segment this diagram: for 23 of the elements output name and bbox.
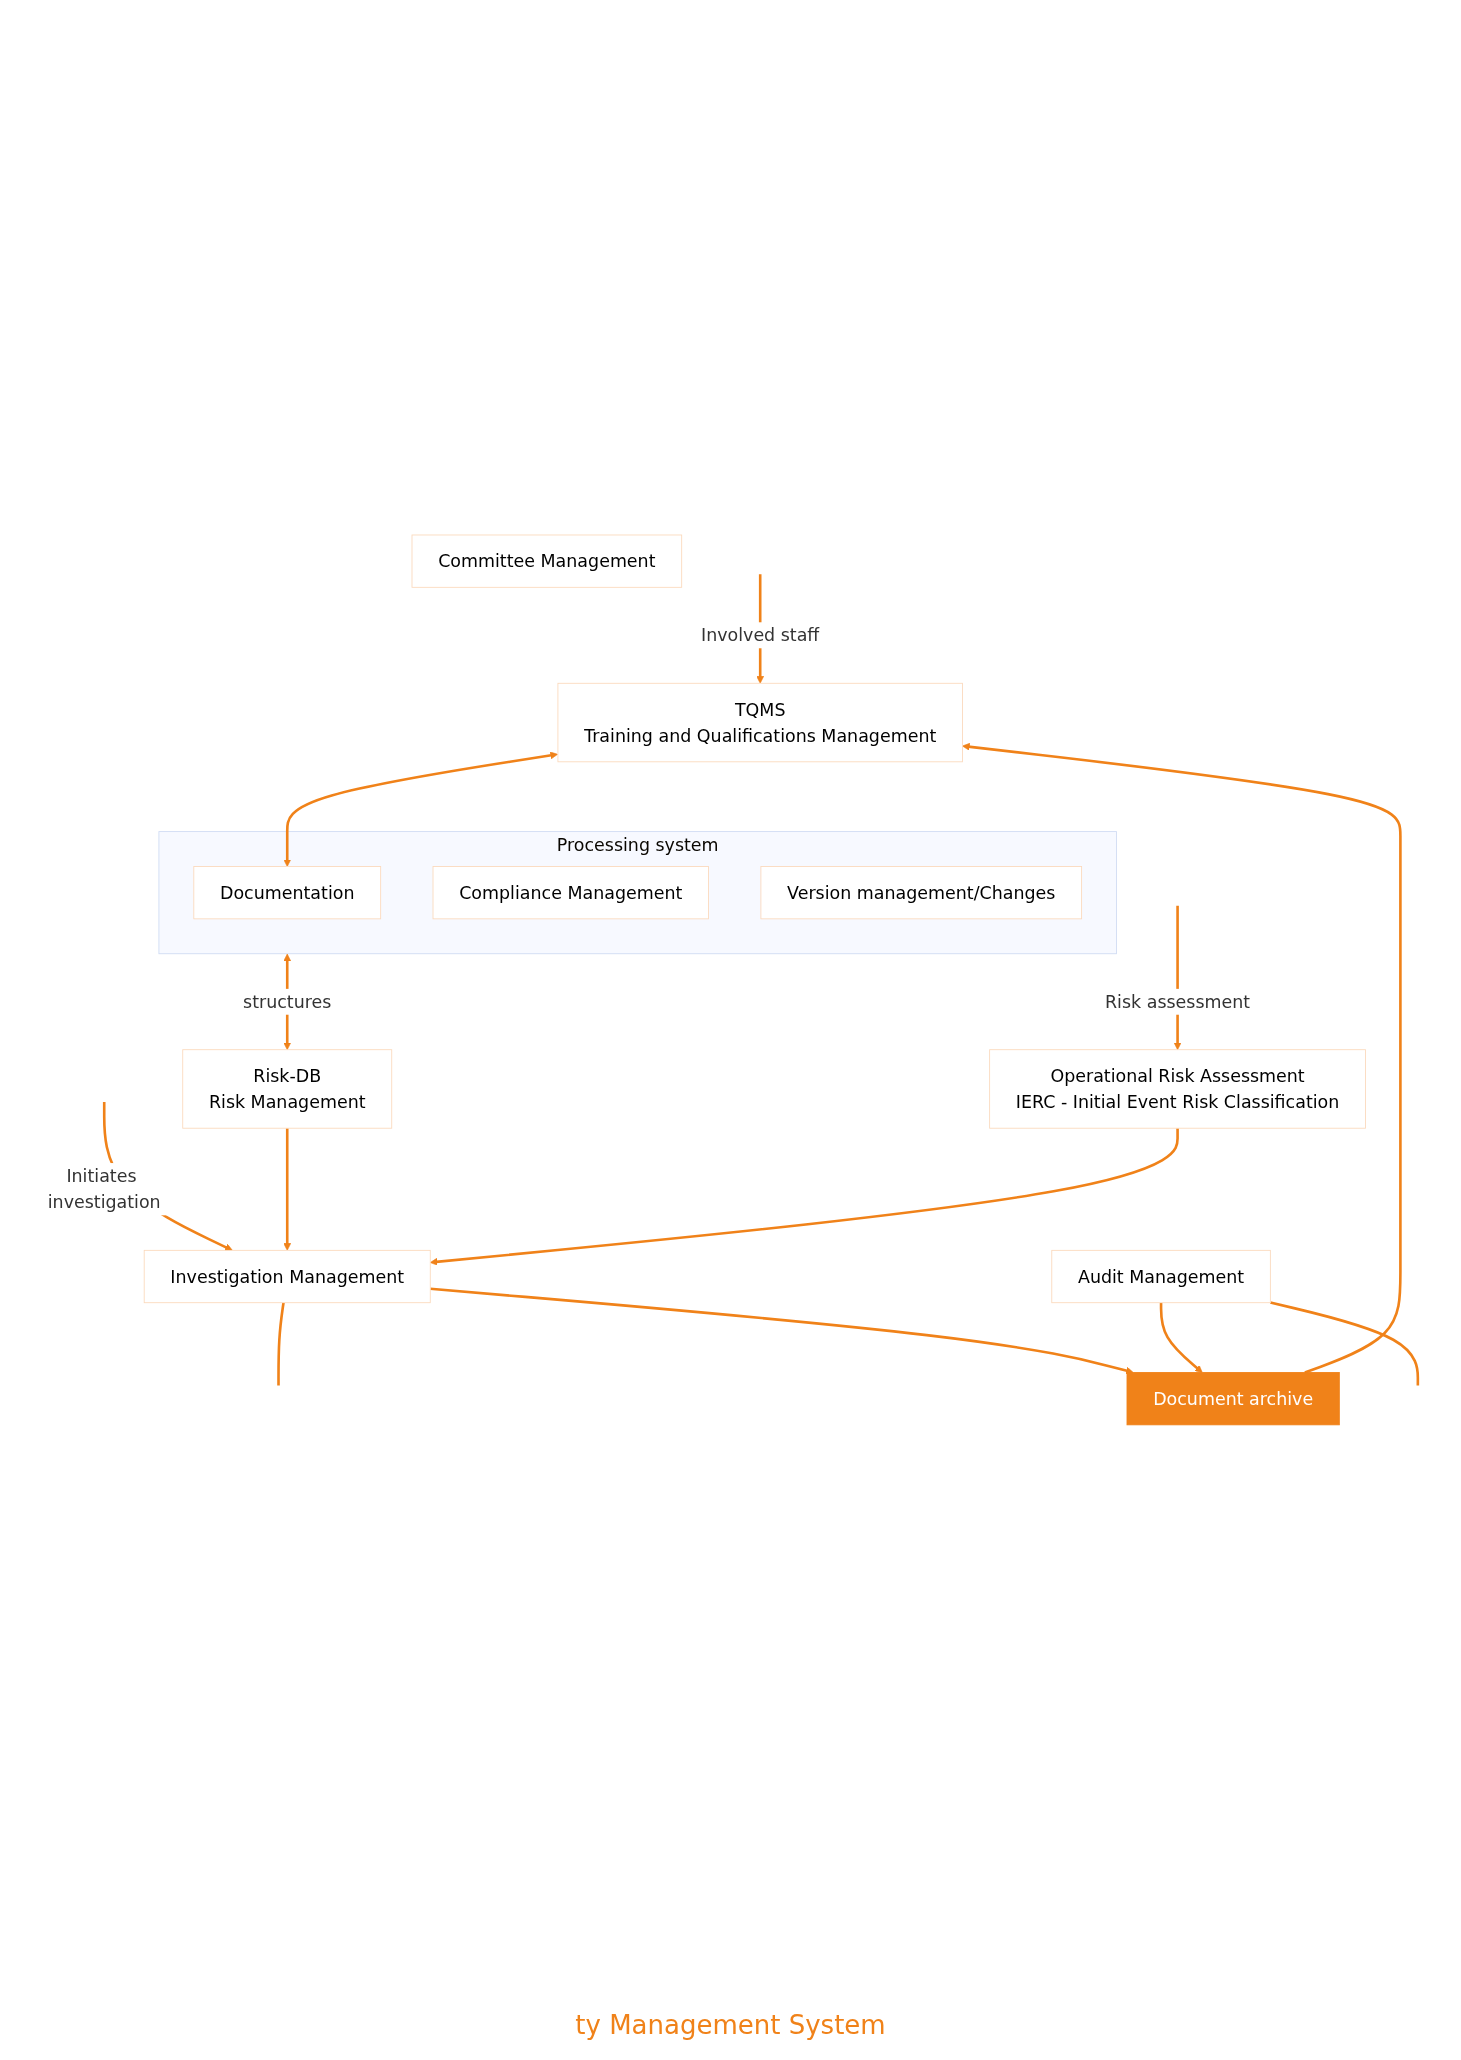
edge-label: Initiates investigation xyxy=(47,1165,161,1213)
connector xyxy=(1270,1301,1420,1386)
arrow xyxy=(1159,1302,1203,1373)
arrow xyxy=(283,1128,292,1251)
node-box: Operational Risk Assessment IERC - Initial Event Risk Classification xyxy=(989,1049,1366,1129)
arrow xyxy=(283,751,558,867)
node-box: Investigation Management xyxy=(143,1250,431,1304)
arrow xyxy=(962,743,1402,1374)
node-box: Documentation xyxy=(193,866,382,920)
watermark-caption: ty Management System xyxy=(575,2010,886,2040)
arrow xyxy=(430,1287,1134,1375)
node-box: Committee Management xyxy=(411,534,683,588)
node-box: TQMS Training and Qualifications Management xyxy=(557,682,963,763)
edge-label: structures xyxy=(243,991,332,1013)
node-box: Document archive xyxy=(1126,1372,1340,1426)
node-box: Version management/Changes xyxy=(760,866,1083,920)
node-box: Audit Management xyxy=(1051,1250,1271,1304)
edge-label: Involved staff xyxy=(701,624,820,646)
connector xyxy=(277,1302,285,1386)
node-box: Compliance Management xyxy=(432,866,709,920)
edge-label: Risk assessment xyxy=(1105,991,1251,1013)
arrow xyxy=(429,1128,1179,1266)
node-box: Risk-DB Risk Management xyxy=(182,1049,393,1129)
